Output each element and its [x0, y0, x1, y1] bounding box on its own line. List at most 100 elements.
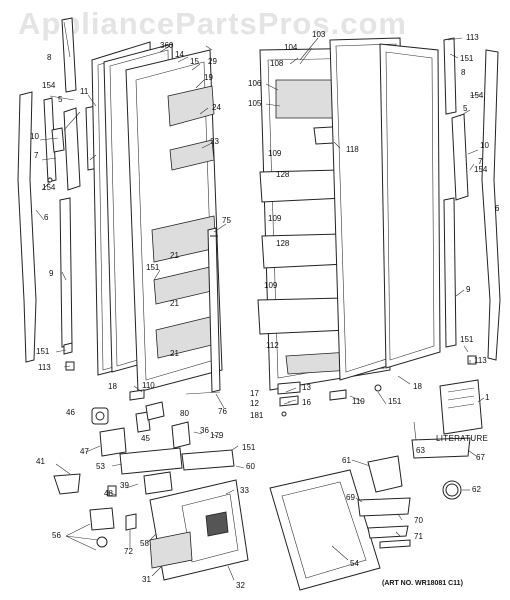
callout-9: 9 — [49, 269, 54, 278]
callout-151: 151 — [36, 347, 50, 356]
callout-18: 18 — [413, 382, 422, 391]
callout-16: 16 — [302, 398, 311, 407]
callout-9: 9 — [466, 285, 471, 294]
callout-70: 70 — [414, 516, 423, 525]
callout-110: 110 — [142, 381, 155, 390]
callout-56: 56 — [52, 531, 61, 540]
callout-36: 36 — [200, 426, 209, 435]
callout-8: 8 — [47, 53, 52, 62]
callout-62: 62 — [472, 485, 481, 494]
callout-32: 32 — [236, 581, 245, 590]
callout-360: 360 — [160, 41, 174, 50]
callout-109: 109 — [268, 214, 282, 223]
callout-80: 80 — [180, 409, 189, 418]
callout-19: 19 — [204, 73, 213, 82]
leader-lines — [35, 21, 485, 581]
callout-10: 10 — [480, 141, 489, 150]
callout-151: 151 — [460, 335, 474, 344]
left-hinge-parts[interactable] — [47, 105, 99, 371]
callout-67: 67 — [476, 453, 485, 462]
dispenser-chute[interactable] — [207, 227, 221, 393]
callout-109: 109 — [264, 281, 278, 290]
callout-110: 110 — [352, 397, 365, 406]
literature-label: LITERATURE — [436, 434, 489, 443]
callout-12: 12 — [250, 399, 259, 408]
callout-8: 8 — [461, 68, 466, 77]
callout-109: 109 — [268, 149, 282, 158]
callout-14: 14 — [175, 50, 184, 59]
callout-154: 154 — [470, 91, 484, 100]
callout-63: 63 — [416, 446, 425, 455]
callout-7: 7 — [478, 157, 483, 166]
callout-154: 154 — [42, 183, 56, 192]
callout-151: 151 — [460, 54, 474, 63]
callout-60: 60 — [246, 462, 255, 471]
callout-104: 104 — [284, 43, 298, 52]
callout-31: 31 — [142, 575, 151, 584]
callout-29: 29 — [208, 57, 217, 66]
callout-71: 71 — [414, 532, 423, 541]
callout-69: 69 — [346, 493, 355, 502]
callout-61: 61 — [342, 456, 351, 465]
callout-128: 128 — [276, 239, 290, 248]
callout-181: 181 — [250, 411, 264, 420]
dispenser-parts[interactable] — [53, 401, 235, 548]
callout-13: 13 — [302, 383, 311, 392]
callout-113: 113 — [466, 33, 479, 42]
callout-151: 151 — [388, 397, 402, 406]
callout-33: 33 — [240, 486, 249, 495]
callout-15: 15 — [190, 57, 199, 66]
callout-54: 54 — [350, 559, 359, 568]
callout-48: 48 — [104, 489, 113, 498]
callout-75: 75 — [222, 216, 231, 225]
callout-179: 179 — [210, 431, 224, 440]
callout-113: 113 — [38, 363, 51, 372]
callout-18: 18 — [108, 382, 117, 391]
callout-103: 103 — [312, 30, 326, 39]
callout-5: 5 — [463, 104, 468, 113]
right-handle-trim[interactable] — [443, 37, 501, 365]
callout-6: 6 — [495, 204, 500, 213]
callout-10: 10 — [30, 132, 39, 141]
callout-58: 58 — [140, 539, 149, 548]
fresh-food-door-outer-panel[interactable] — [379, 43, 441, 369]
callout-154: 154 — [474, 165, 488, 174]
dispenser-front-cover[interactable] — [269, 469, 381, 591]
ice-chute-parts[interactable] — [357, 437, 471, 549]
callout-112: 112 — [266, 341, 279, 350]
callout-47: 47 — [80, 447, 89, 456]
callout-118: 118 — [346, 145, 359, 154]
callout-7: 7 — [34, 151, 39, 160]
callout-72: 72 — [124, 547, 133, 556]
watermark: AppliancePartsPros.com — [18, 6, 407, 41]
callout-108: 108 — [270, 59, 284, 68]
hinge-small-parts[interactable] — [129, 381, 382, 417]
callout-105: 105 — [248, 99, 262, 108]
callout-45: 45 — [141, 434, 150, 443]
callout-23: 23 — [210, 137, 219, 146]
callout-151: 151 — [146, 263, 160, 272]
callout-21: 21 — [170, 299, 179, 308]
callout-106: 106 — [248, 79, 262, 88]
freezer-door-liner[interactable] — [125, 49, 223, 393]
callout-21: 21 — [170, 349, 179, 358]
callout-6: 6 — [44, 213, 49, 222]
callout-17: 17 — [250, 389, 259, 398]
callout-1: 1 — [485, 393, 490, 402]
callout-11: 11 — [80, 87, 89, 96]
callout-113: 113 — [474, 356, 487, 365]
callout-5: 5 — [58, 95, 63, 104]
callout-46: 46 — [66, 408, 75, 417]
literature-booklet[interactable] — [439, 379, 483, 435]
callout-154: 154 — [42, 81, 56, 90]
callout-21: 21 — [170, 251, 179, 260]
callout-24: 24 — [212, 103, 221, 112]
callout-76: 76 — [218, 407, 227, 416]
callout-151: 151 — [242, 443, 256, 452]
callout-53: 53 — [96, 462, 105, 471]
callout-128: 128 — [276, 170, 290, 179]
callout-41: 41 — [36, 457, 45, 466]
dispenser-housing[interactable] — [149, 479, 249, 581]
callout-39: 39 — [120, 481, 129, 490]
